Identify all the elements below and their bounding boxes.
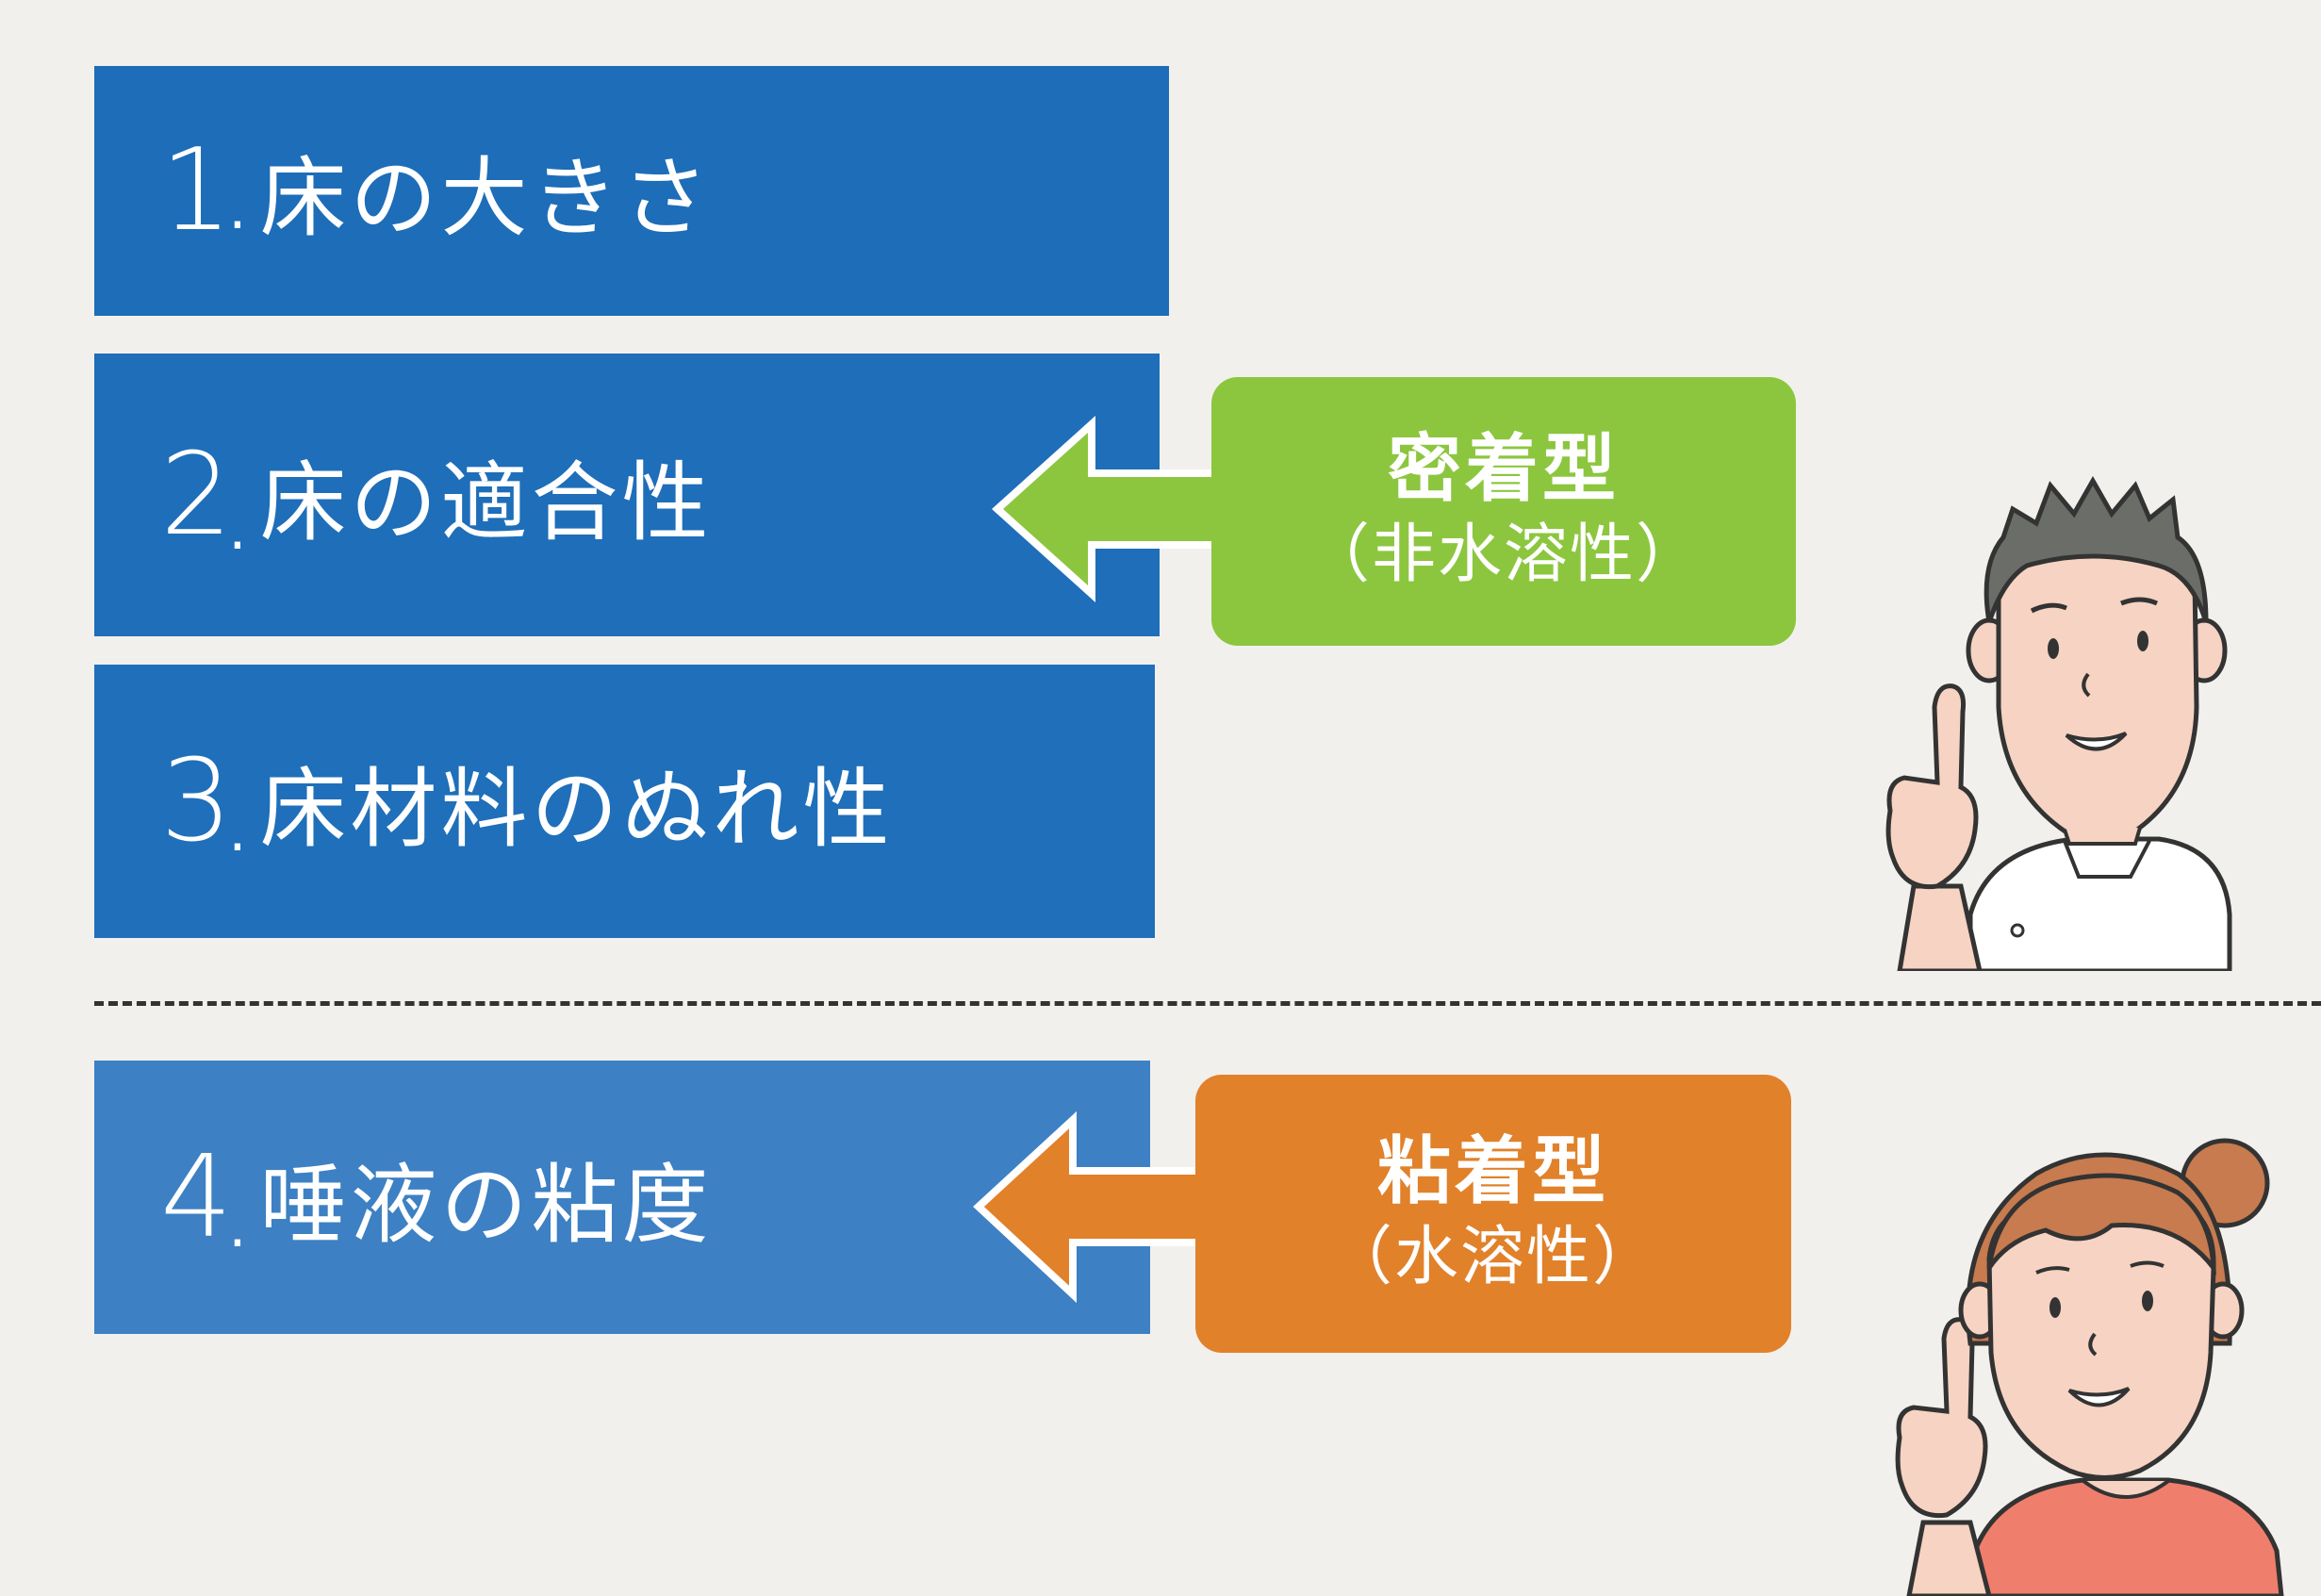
factor-label: 唾液の粘度: [259, 1154, 713, 1256]
callout-title: 粘着型: [1376, 1128, 1609, 1214]
factor-label: 床の適合性: [259, 452, 713, 553]
factor-number: 3: [160, 735, 232, 867]
callout-title: 密着型: [1387, 426, 1620, 512]
factor-bar-1: 1 . 床の大きさ: [94, 66, 1169, 316]
callout-subtitle: （水溶性）: [1327, 1220, 1658, 1295]
left-arrow-orange: [973, 1111, 1210, 1304]
factor-number: 1: [160, 125, 232, 256]
factor-label: 床材料のぬれ性: [259, 758, 894, 860]
factor-dot: .: [228, 497, 247, 563]
factor-bar-4: 4 . 唾液の粘度: [94, 1061, 1150, 1334]
callout-subtitle: （非水溶性）: [1305, 518, 1702, 593]
woman-pointing-illustration: [1895, 1138, 2284, 1596]
callout-sticky-type: 粘着型 （水溶性）: [1195, 1075, 1791, 1353]
man-pointing-illustration: [1885, 475, 2232, 971]
factor-bar-3: 3 . 床材料のぬれ性: [94, 665, 1155, 938]
factor-number: 4: [160, 1131, 232, 1263]
factor-dot: .: [228, 1194, 247, 1260]
left-arrow-green: [992, 416, 1229, 602]
factor-label: 床の大きさ: [259, 148, 713, 249]
factor-bar-2: 2 . 床の適合性: [94, 354, 1160, 636]
factor-dot: .: [228, 176, 247, 242]
factor-dot: .: [228, 798, 247, 864]
factor-number: 2: [160, 429, 232, 561]
dashed-divider: [94, 1001, 2321, 1006]
callout-adhesion-type: 密着型 （非水溶性）: [1211, 377, 1796, 646]
